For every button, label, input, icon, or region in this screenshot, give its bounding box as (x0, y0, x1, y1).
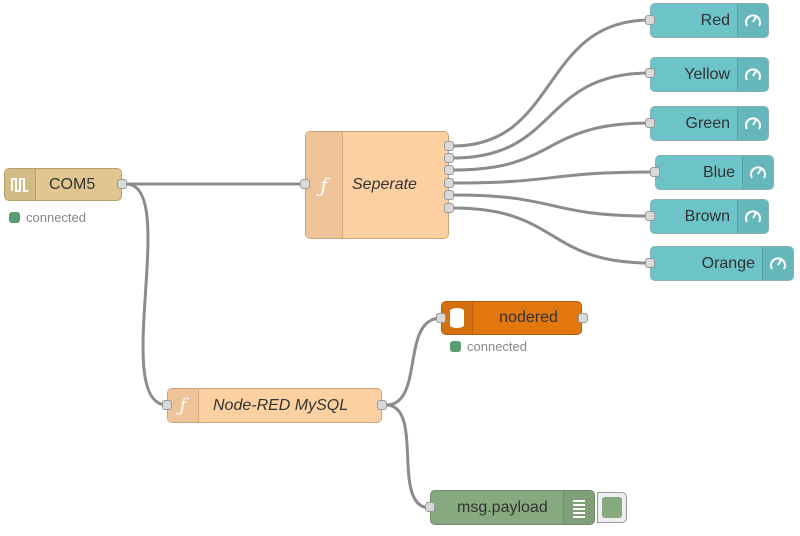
serial-status-text: connected (26, 210, 86, 225)
serial-in-node[interactable]: COM5 (4, 168, 122, 201)
gauge-node-label: Yellow (684, 65, 730, 83)
function-mysql-output-port[interactable] (377, 400, 387, 410)
debug-node-label: msg.payload (457, 498, 548, 516)
debug-node[interactable]: msg.payload (430, 490, 595, 525)
mysql-status: connected (450, 339, 527, 354)
gauge-input-port-red[interactable] (645, 15, 655, 25)
gauge-input-port-orange[interactable] (645, 258, 655, 268)
function-output-port-4[interactable] (444, 178, 454, 188)
wire-mysql-fn-debug (385, 403, 431, 510)
function-node-mysql[interactable]: ƒ Node-RED MySQL (167, 388, 382, 423)
function-output-port-6[interactable] (444, 203, 454, 213)
serial-node-label: COM5 (49, 175, 96, 193)
debug-toggle-indicator (602, 497, 622, 518)
gauge-node-label: Brown (684, 207, 730, 225)
wire-seperate-blue (452, 170, 656, 185)
gauge-node-label: Green (685, 114, 730, 132)
gauge-input-port-green[interactable] (645, 118, 655, 128)
gauge-node-label: Red (700, 11, 730, 29)
function-node-label: Seperate (352, 176, 417, 193)
database-icon (442, 302, 473, 334)
wire-seperate-yellow (452, 71, 651, 160)
gauge-icon (737, 4, 768, 37)
mysql-input-port[interactable] (436, 313, 446, 323)
gauge-node-orange[interactable]: Orange (650, 246, 794, 281)
function-mysql-input-port[interactable] (162, 400, 172, 410)
gauge-node-brown[interactable]: Brown (650, 199, 769, 234)
mysql-status-text: connected (467, 339, 527, 354)
wire-seperate-red (452, 18, 651, 148)
gauge-icon (762, 247, 793, 280)
status-dot-icon (450, 341, 461, 352)
mysql-node-label: nodered (499, 309, 558, 326)
function-input-port[interactable] (300, 179, 310, 189)
status-dot-icon (9, 212, 20, 223)
gauge-node-label: Blue (702, 163, 735, 181)
function-output-port-5[interactable] (444, 190, 454, 200)
gauge-icon (737, 58, 768, 91)
gauge-input-port-brown[interactable] (645, 211, 655, 221)
wire-seperate-brown (452, 193, 651, 218)
gauge-node-green[interactable]: Green (650, 106, 769, 141)
serial-output-port[interactable] (117, 179, 127, 189)
function-icon: ƒ (306, 132, 343, 238)
serial-port-icon (5, 169, 36, 200)
gauge-input-port-yellow[interactable] (645, 68, 655, 78)
gauge-input-port-blue[interactable] (650, 167, 660, 177)
gauge-node-label: Orange (701, 254, 755, 272)
gauge-node-red[interactable]: Red (650, 3, 769, 38)
wire-com5-mysql-fn (125, 182, 168, 407)
gauge-icon (737, 107, 768, 140)
mysql-node-nodered[interactable]: nodered (441, 301, 582, 335)
gauge-node-yellow[interactable]: Yellow (650, 57, 769, 92)
function-icon: ƒ (168, 389, 199, 422)
function-node-label: Node-RED MySQL (213, 396, 349, 414)
wire-seperate-green (452, 121, 651, 172)
gauge-node-blue[interactable]: Blue (655, 155, 774, 190)
function-output-port-1[interactable] (444, 141, 454, 151)
list-icon (563, 491, 594, 524)
gauge-icon (737, 200, 768, 233)
function-output-port-2[interactable] (444, 153, 454, 163)
mysql-output-port[interactable] (578, 313, 588, 323)
wire-mysql-fn-nodered (385, 316, 442, 407)
gauge-icon (742, 156, 773, 189)
function-node-seperate[interactable]: ƒ Seperate (305, 131, 449, 239)
function-output-port-3[interactable] (444, 165, 454, 175)
serial-status: connected (9, 210, 86, 225)
wire-seperate-orange (452, 206, 651, 265)
debug-input-port[interactable] (425, 502, 435, 512)
debug-toggle-button[interactable] (597, 492, 627, 523)
